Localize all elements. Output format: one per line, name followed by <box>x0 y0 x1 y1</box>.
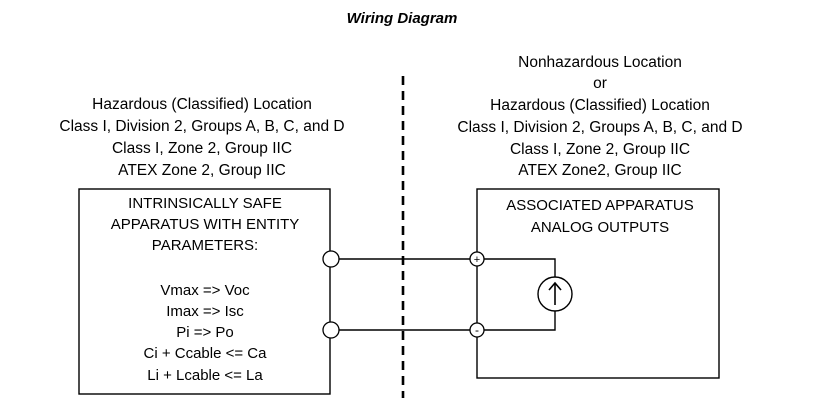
left-box-heading-line-1: INTRINSICALLY SAFE <box>128 195 282 212</box>
parameter-vmax: Vmax => Voc <box>160 282 250 299</box>
arrow-up-icon <box>548 281 562 305</box>
entity-parameters-list: Vmax => Voc Imax => Isc Pi => Po Ci + Cc… <box>144 282 268 384</box>
diagram-title: Wiring Diagram <box>347 10 458 27</box>
internal-wire-positive <box>483 258 556 277</box>
left-location-labels: Hazardous (Classified) Location Class I,… <box>59 96 344 179</box>
right-location-line-4: Class I, Division 2, Groups A, B, C, and… <box>457 119 742 136</box>
left-location-line-1: Hazardous (Classified) Location <box>92 96 312 113</box>
right-location-labels: Nonhazardous Location or Hazardous (Clas… <box>457 54 742 179</box>
left-location-line-3: Class I, Zone 2, Group IIC <box>112 140 292 157</box>
parameter-ci: Ci + Ccable <= Ca <box>144 345 268 362</box>
right-box-heading-line-1: ASSOCIATED APPARATUS <box>506 197 694 214</box>
internal-wire-negative <box>483 311 556 331</box>
left-terminal-positive <box>322 250 340 268</box>
left-location-line-2: Class I, Division 2, Groups A, B, C, and… <box>59 118 344 135</box>
current-source-icon <box>537 276 573 312</box>
right-box-heading-line-2: ANALOG OUTPUTS <box>531 219 669 236</box>
right-location-line-6: ATEX Zone2, Group IIC <box>518 162 681 179</box>
parameter-li: Li + Lcable <= La <box>147 367 263 384</box>
right-location-line-3: Hazardous (Classified) Location <box>490 97 710 114</box>
intrinsically-safe-apparatus-box <box>78 188 331 395</box>
right-location-line-2: or <box>593 75 607 92</box>
left-location-line-4: ATEX Zone 2, Group IIC <box>118 162 286 179</box>
right-terminal-negative: - <box>469 322 485 338</box>
left-box-heading: INTRINSICALLY SAFE APPARATUS WITH ENTITY… <box>111 195 300 254</box>
left-terminal-negative <box>322 321 340 339</box>
left-box-heading-line-3: PARAMETERS: <box>152 237 258 254</box>
associated-apparatus-box <box>476 188 720 379</box>
left-box-heading-line-2: APPARATUS WITH ENTITY <box>111 216 300 233</box>
right-box-heading: ASSOCIATED APPARATUS ANALOG OUTPUTS <box>506 197 694 236</box>
parameter-pi: Pi => Po <box>176 324 234 341</box>
minus-sign: - <box>475 323 479 337</box>
right-terminal-positive: + <box>469 251 485 267</box>
right-location-line-5: Class I, Zone 2, Group IIC <box>510 141 690 158</box>
plus-sign: + <box>474 254 480 266</box>
parameter-imax: Imax => Isc <box>166 303 244 320</box>
right-location-line-1: Nonhazardous Location <box>518 54 682 71</box>
